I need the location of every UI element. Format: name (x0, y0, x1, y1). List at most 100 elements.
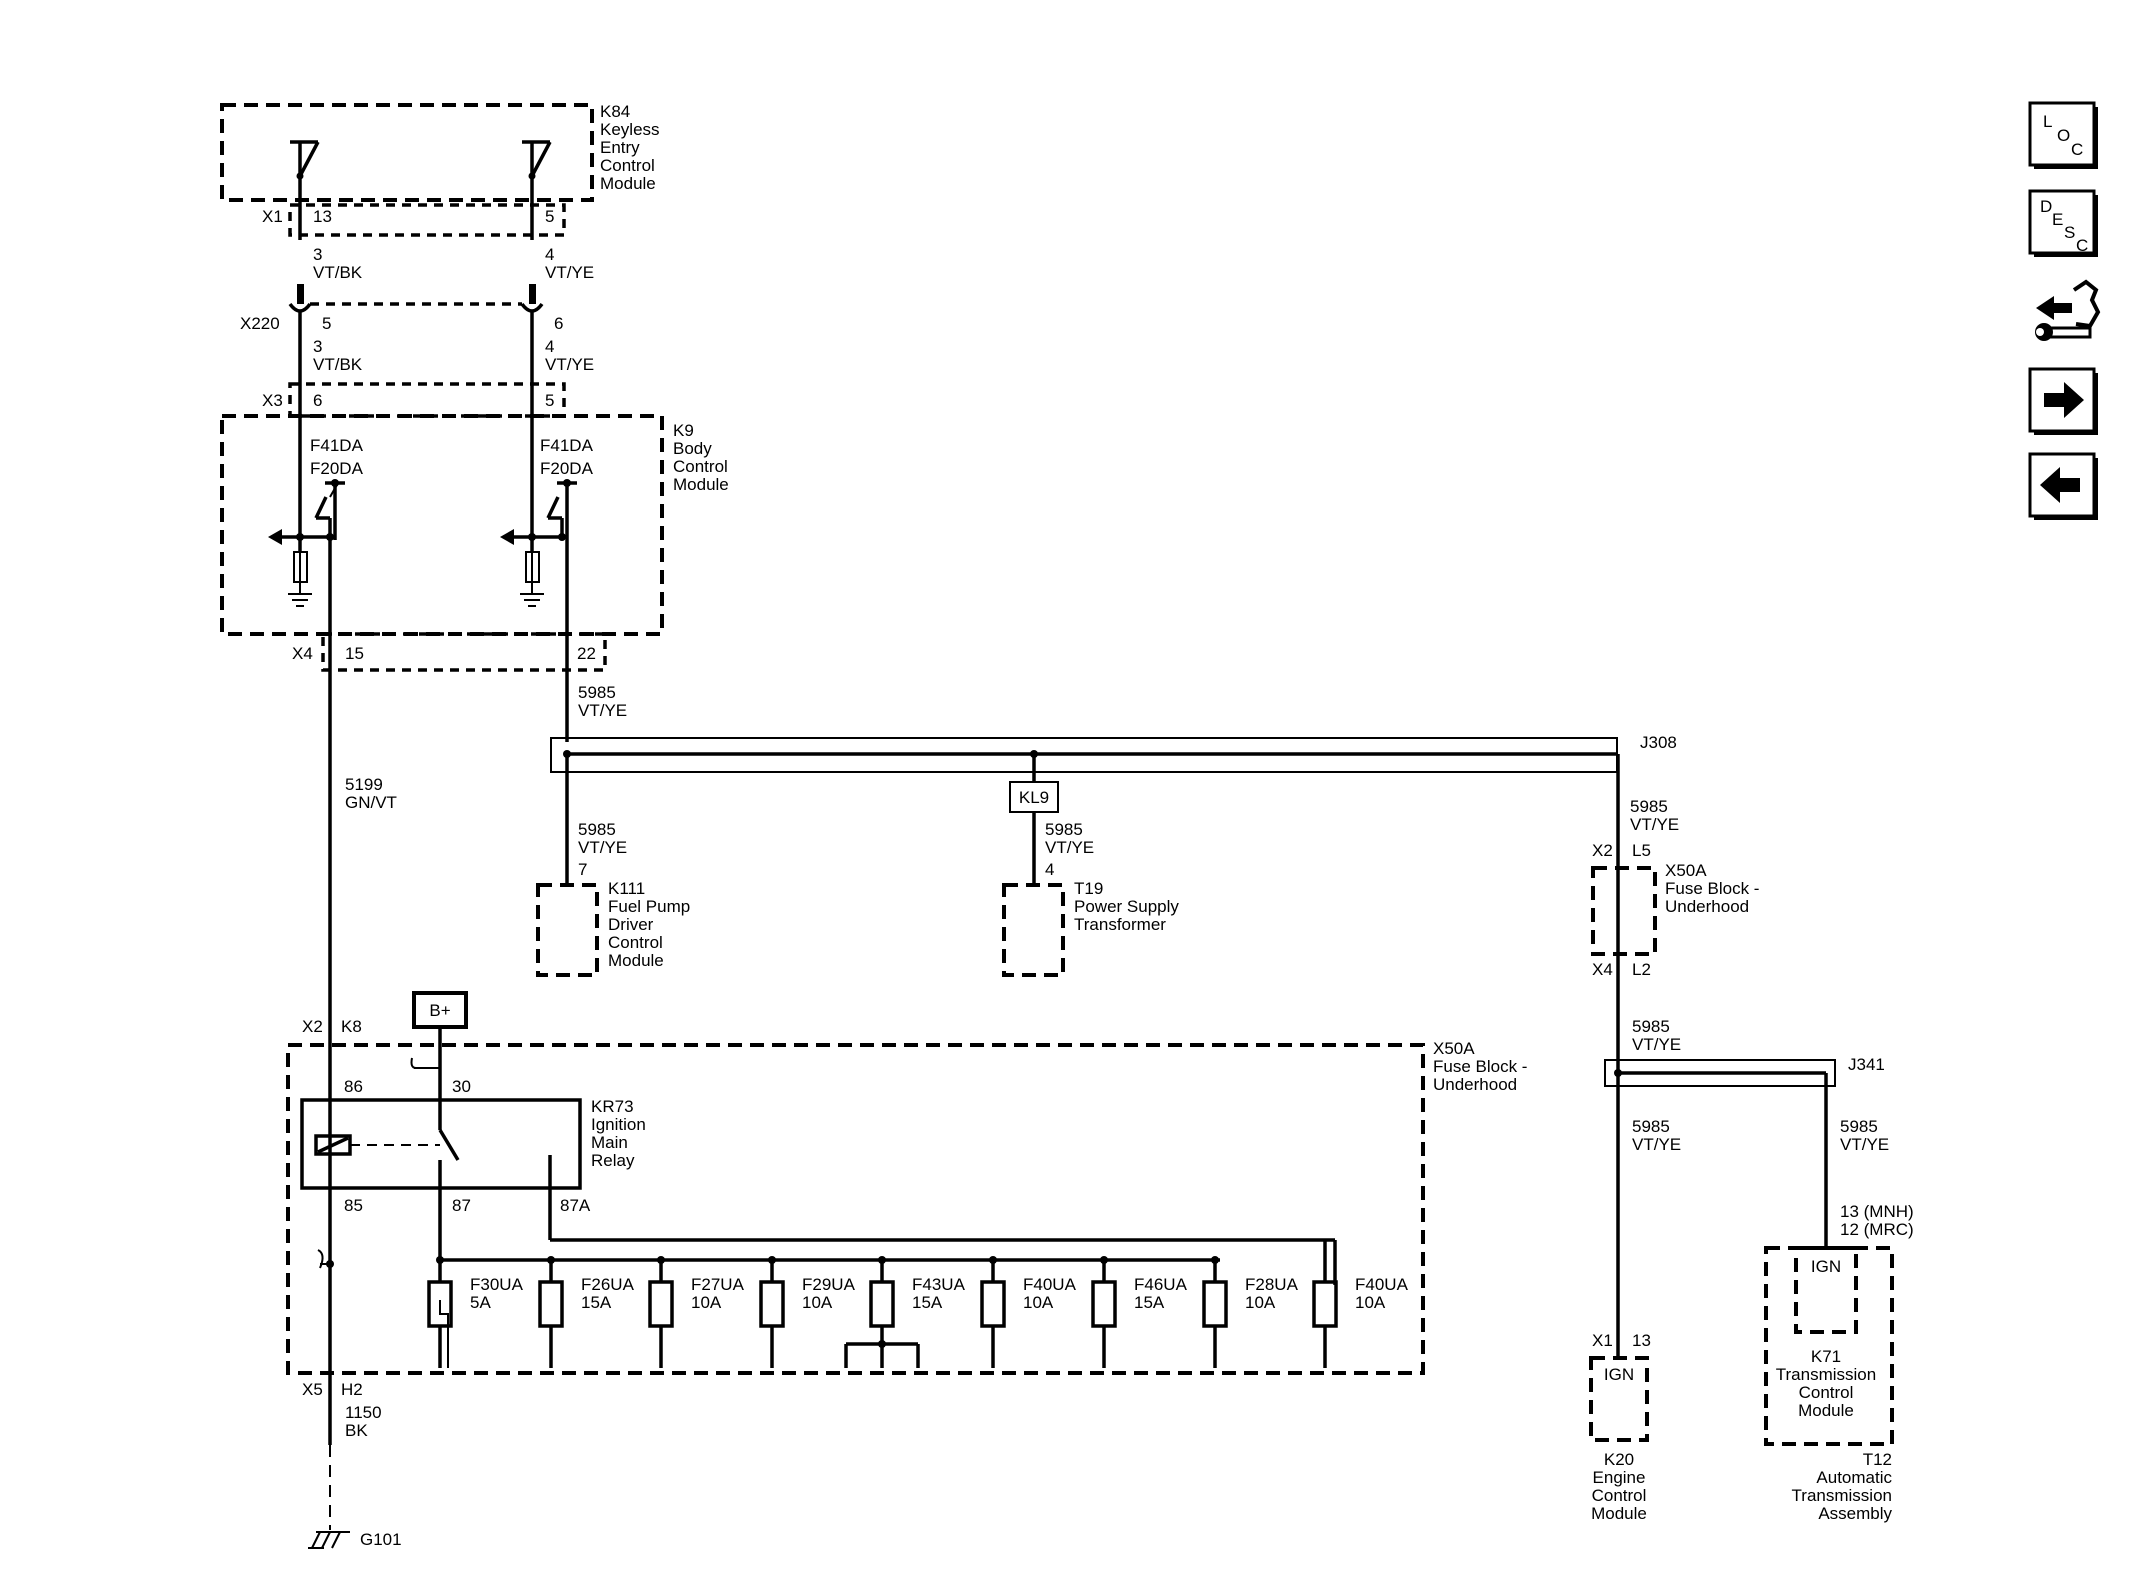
wire-label: VT/YE (545, 355, 594, 374)
pin-h2: H2 (341, 1380, 363, 1399)
pin-k84-a: 13 (313, 207, 332, 226)
k71-ign: IGN (1811, 1257, 1841, 1276)
kr73-line-1: Ignition (591, 1115, 646, 1134)
k111-line-2: Driver (608, 915, 654, 934)
desc-button[interactable]: D E S C (2028, 189, 2098, 257)
next-button[interactable] (2028, 367, 2098, 435)
wire-label: VT/YE (578, 701, 627, 720)
k71-line-2: Control (1799, 1383, 1854, 1402)
t19-id: T19 (1074, 879, 1103, 898)
wire-label: 4 (545, 245, 554, 264)
fuse-name: F40UA (1023, 1275, 1077, 1294)
loc-button[interactable]: L O C (2028, 101, 2098, 169)
j341-label: J341 (1848, 1055, 1885, 1074)
conn-x1-k84: X1 (262, 207, 283, 226)
wire-label: VT/YE (1840, 1135, 1889, 1154)
loc-icon: L O C (2043, 112, 2083, 159)
svg-text:C: C (2071, 140, 2083, 159)
k84-line-1: Keyless (600, 120, 660, 139)
wire-label: 5985 (578, 683, 616, 702)
t12-line-3: Assembly (1818, 1504, 1892, 1523)
pin-x220-b: 6 (554, 314, 563, 333)
ground-section: X5 H2 1150 BK G101 (302, 1380, 402, 1549)
pin-86: 86 (344, 1077, 363, 1096)
ground-label: G101 (360, 1530, 402, 1549)
pin-x3-a: 6 (313, 391, 322, 410)
x50a-main-line-1: Fuse Block - (1433, 1057, 1527, 1076)
fuse-name: F28UA (1245, 1275, 1299, 1294)
conn-x220: X220 (240, 314, 280, 333)
k111-line-4: Module (608, 951, 664, 970)
wire-label: VT/YE (1632, 1135, 1681, 1154)
x50a-top-line-1: Fuse Block - (1665, 879, 1759, 898)
x50a-top-block: 5985 VT/YE X2 L5 X50A Fuse Block - Under… (1591, 797, 1759, 1075)
fuse-rating: 10A (691, 1293, 722, 1312)
wire-label: 5199 (345, 775, 383, 794)
kl9-connector: KL9 5985 VT/YE 4 (1009, 781, 1094, 885)
k20-ign: IGN (1604, 1365, 1634, 1384)
x50a-main-block: X50A Fuse Block - Underhood X2 K8 B+ KR7… (286, 991, 1527, 1375)
conn-x1-k20: X1 (1592, 1331, 1613, 1350)
k111-module: 5985 VT/YE 7 K111 Fuel Pump Driver Contr… (536, 820, 690, 977)
fuse-name: F29UA (802, 1275, 856, 1294)
t12-line-1: Automatic (1816, 1468, 1892, 1487)
k111-line-3: Control (608, 933, 663, 952)
conn-x2: X2 (1592, 841, 1613, 860)
pin-k20: 13 (1632, 1331, 1651, 1350)
svg-text:D: D (2040, 197, 2052, 216)
pin-30: 30 (452, 1077, 471, 1096)
repair-button[interactable] (2035, 279, 2101, 341)
x50a-top-line-2: Underhood (1665, 897, 1749, 916)
k111-id: K111 (608, 879, 645, 898)
svg-text:C: C (2076, 236, 2088, 255)
wire-label: GN/VT (345, 793, 397, 812)
fuse-rating: 15A (1134, 1293, 1165, 1312)
next-arrow-icon (2044, 382, 2084, 418)
fuse-rating: 5A (470, 1293, 491, 1312)
fuse-rating: 15A (581, 1293, 612, 1312)
pin-x4-a: 15 (345, 644, 364, 663)
t19-module: T19 Power Supply Transformer (1002, 879, 1179, 977)
pin-k71-mrc: 12 (MRC) (1840, 1220, 1914, 1239)
t12-id: T12 (1863, 1450, 1892, 1469)
x50a-main-line-2: Underhood (1433, 1075, 1517, 1094)
j341-splice: J341 5985 VT/YE 5985 VT/YE (1604, 1055, 1889, 1360)
t19-line-2: Transformer (1074, 915, 1166, 934)
fuse-ref: F20DA (540, 459, 594, 478)
wire-label: VT/YE (545, 263, 594, 282)
pin-87a: 87A (560, 1196, 591, 1215)
fuse-rating: 10A (1355, 1293, 1386, 1312)
j308-label: J308 (1640, 733, 1677, 752)
wire-label: 5985 (1630, 797, 1668, 816)
conn-x4-k9: X4 (292, 644, 313, 663)
pin-85: 85 (344, 1196, 363, 1215)
back-arrow-icon (2040, 467, 2080, 503)
fuse-ref: F41DA (310, 436, 364, 455)
conn-x2-fb: X2 (302, 1017, 323, 1036)
pin-k71-mnh: 13 (MNH) (1840, 1202, 1914, 1221)
k20-line-2: Control (1592, 1486, 1647, 1505)
back-button[interactable] (2028, 452, 2098, 520)
k9-id: K9 (673, 421, 694, 440)
desc-icon: D E S C (2040, 197, 2088, 255)
wire-label: VT/BK (313, 355, 363, 374)
wire-label: 3 (313, 337, 322, 356)
k71-line-1: Transmission (1776, 1365, 1876, 1384)
x50a-top-id: X50A (1665, 861, 1707, 880)
kr73-line-3: Relay (591, 1151, 635, 1170)
k84-line-4: Module (600, 174, 656, 193)
wire-label: 4 (545, 337, 554, 356)
wire-label: 5985 (1045, 820, 1083, 839)
k84-id: K84 (600, 102, 630, 121)
fuse-name: F26UA (581, 1275, 635, 1294)
k20-module: X1 13 IGN K20 Engine Control Module (1589, 1331, 1651, 1523)
fuse-ref: F41DA (540, 436, 594, 455)
fuse-ref: F20DA (310, 459, 364, 478)
